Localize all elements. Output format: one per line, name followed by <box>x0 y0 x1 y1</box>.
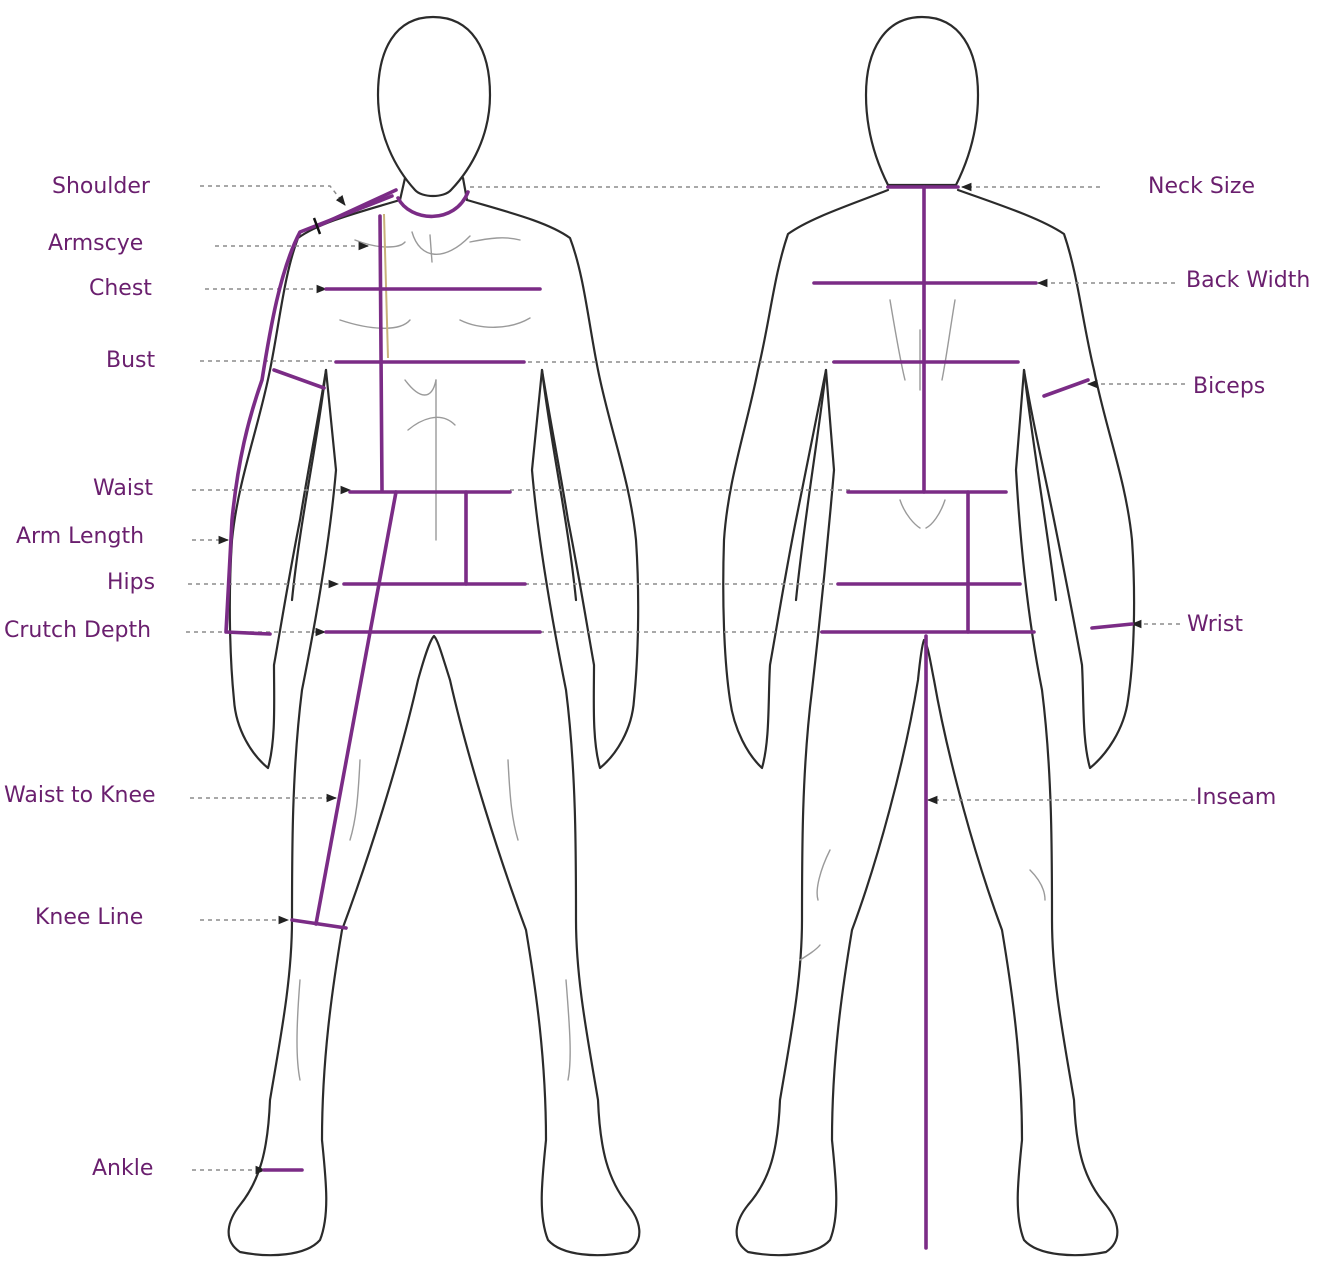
label-neck-size: Neck Size <box>1148 176 1255 198</box>
wrist-line <box>1092 624 1132 628</box>
label-waist: Waist <box>93 478 153 500</box>
label-hips: Hips <box>107 572 155 594</box>
label-ankle: Ankle <box>92 1158 153 1180</box>
biceps-line <box>1044 380 1088 396</box>
armscye-tan-line <box>384 214 388 358</box>
label-inseam: Inseam <box>1196 787 1276 809</box>
back-body-outline <box>723 190 1134 1255</box>
label-bust: Bust <box>106 350 155 372</box>
label-biceps: Biceps <box>1193 376 1265 398</box>
label-back-width: Back Width <box>1186 270 1310 292</box>
waist-to-knee-line <box>316 492 396 924</box>
label-waist-to-knee: Waist to Knee <box>4 785 156 807</box>
leader-lines <box>186 186 1195 1170</box>
label-crutch-depth: Crutch Depth <box>4 620 151 642</box>
arm-length-line <box>226 196 392 634</box>
label-shoulder: Shoulder <box>52 176 150 198</box>
label-armscye: Armscye <box>48 233 143 255</box>
front-head <box>378 17 490 196</box>
center-front-line <box>380 216 382 490</box>
measurement-lines <box>226 187 1132 1248</box>
label-wrist: Wrist <box>1187 614 1243 636</box>
front-figure <box>229 17 640 1255</box>
back-figure <box>723 17 1134 1255</box>
label-arm-length: Arm Length <box>16 526 144 548</box>
label-knee-line: Knee Line <box>35 907 143 929</box>
label-chest: Chest <box>89 278 152 300</box>
front-body-outline <box>229 200 640 1255</box>
knee-line <box>292 920 346 928</box>
back-head <box>866 17 978 185</box>
bicep-line-front <box>274 370 324 388</box>
